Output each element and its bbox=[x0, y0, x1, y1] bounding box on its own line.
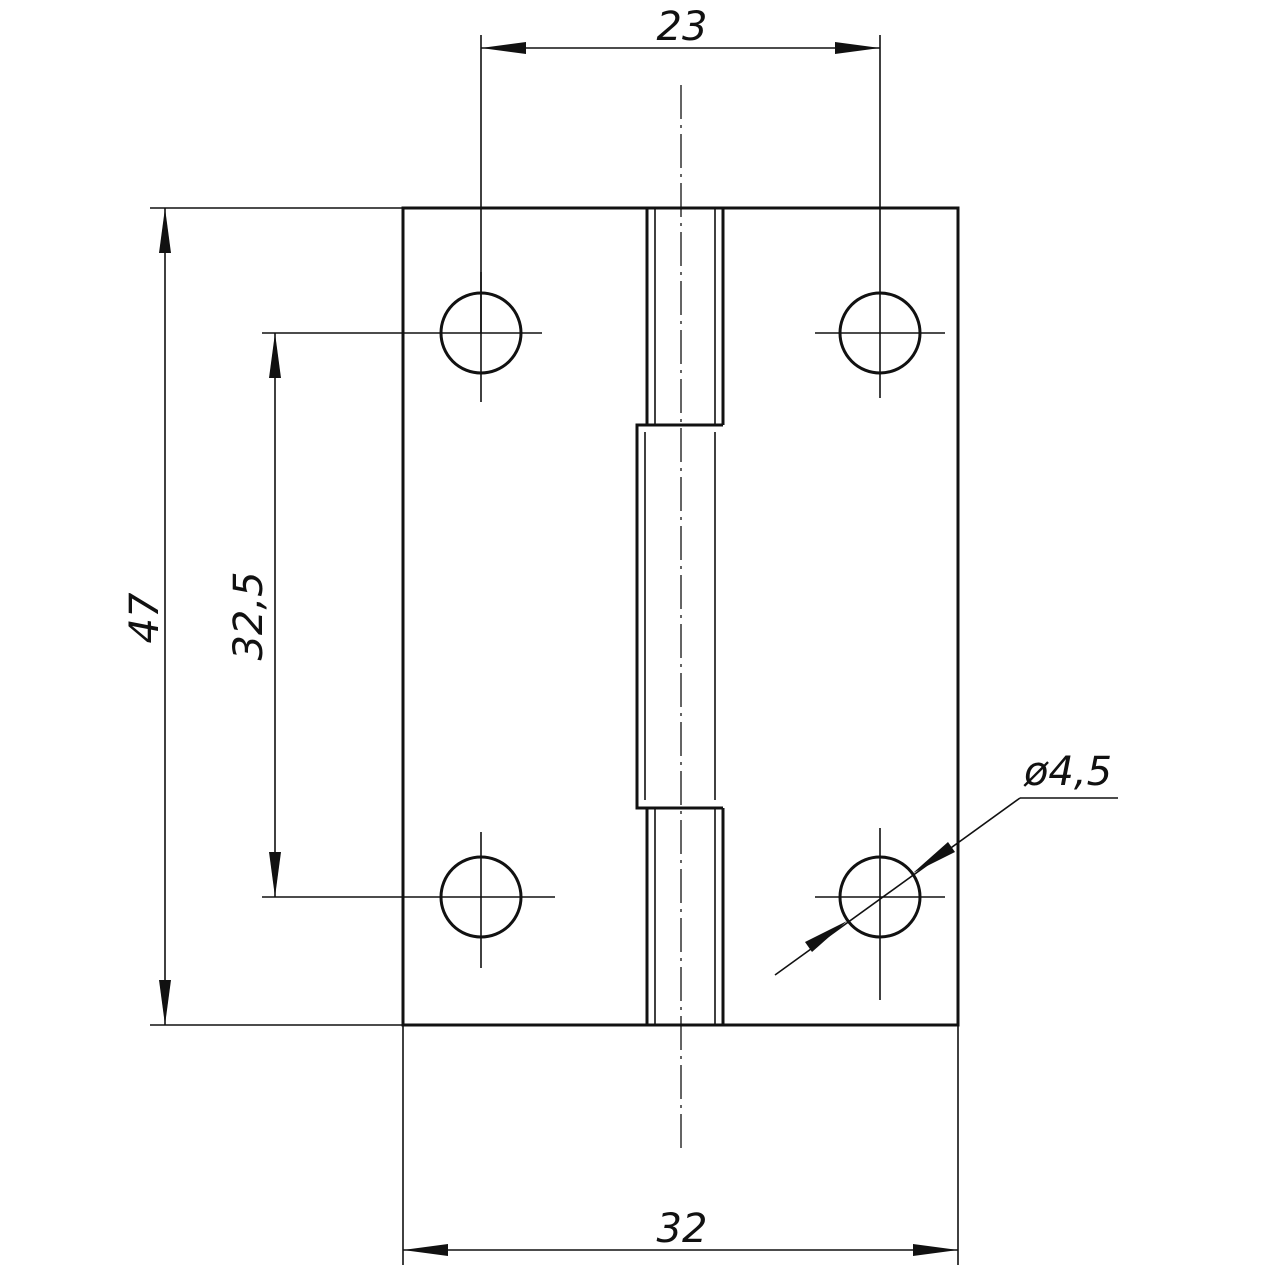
dimension-label-diameter: ø4,5 bbox=[1023, 749, 1112, 795]
dimension-hole-diameter: ø4,5 bbox=[774, 749, 1118, 976]
dimension-label-32: 32 bbox=[657, 1206, 708, 1252]
dimension-hole-spacing-horizontal: 23 bbox=[480, 4, 881, 333]
hole-top-right bbox=[815, 272, 945, 398]
dimension-label-47: 47 bbox=[122, 592, 168, 643]
dimension-overall-width: 32 bbox=[402, 1025, 959, 1265]
mounting-holes bbox=[415, 272, 945, 1000]
dimension-label-23: 23 bbox=[657, 4, 708, 50]
dimension-label-32-5: 32,5 bbox=[226, 571, 272, 660]
hole-bottom-right bbox=[815, 828, 945, 1000]
hole-bottom-left bbox=[415, 832, 555, 968]
dimension-hole-spacing-vertical: 32,5 bbox=[226, 332, 420, 898]
dimension-overall-height: 47 bbox=[122, 207, 403, 1026]
